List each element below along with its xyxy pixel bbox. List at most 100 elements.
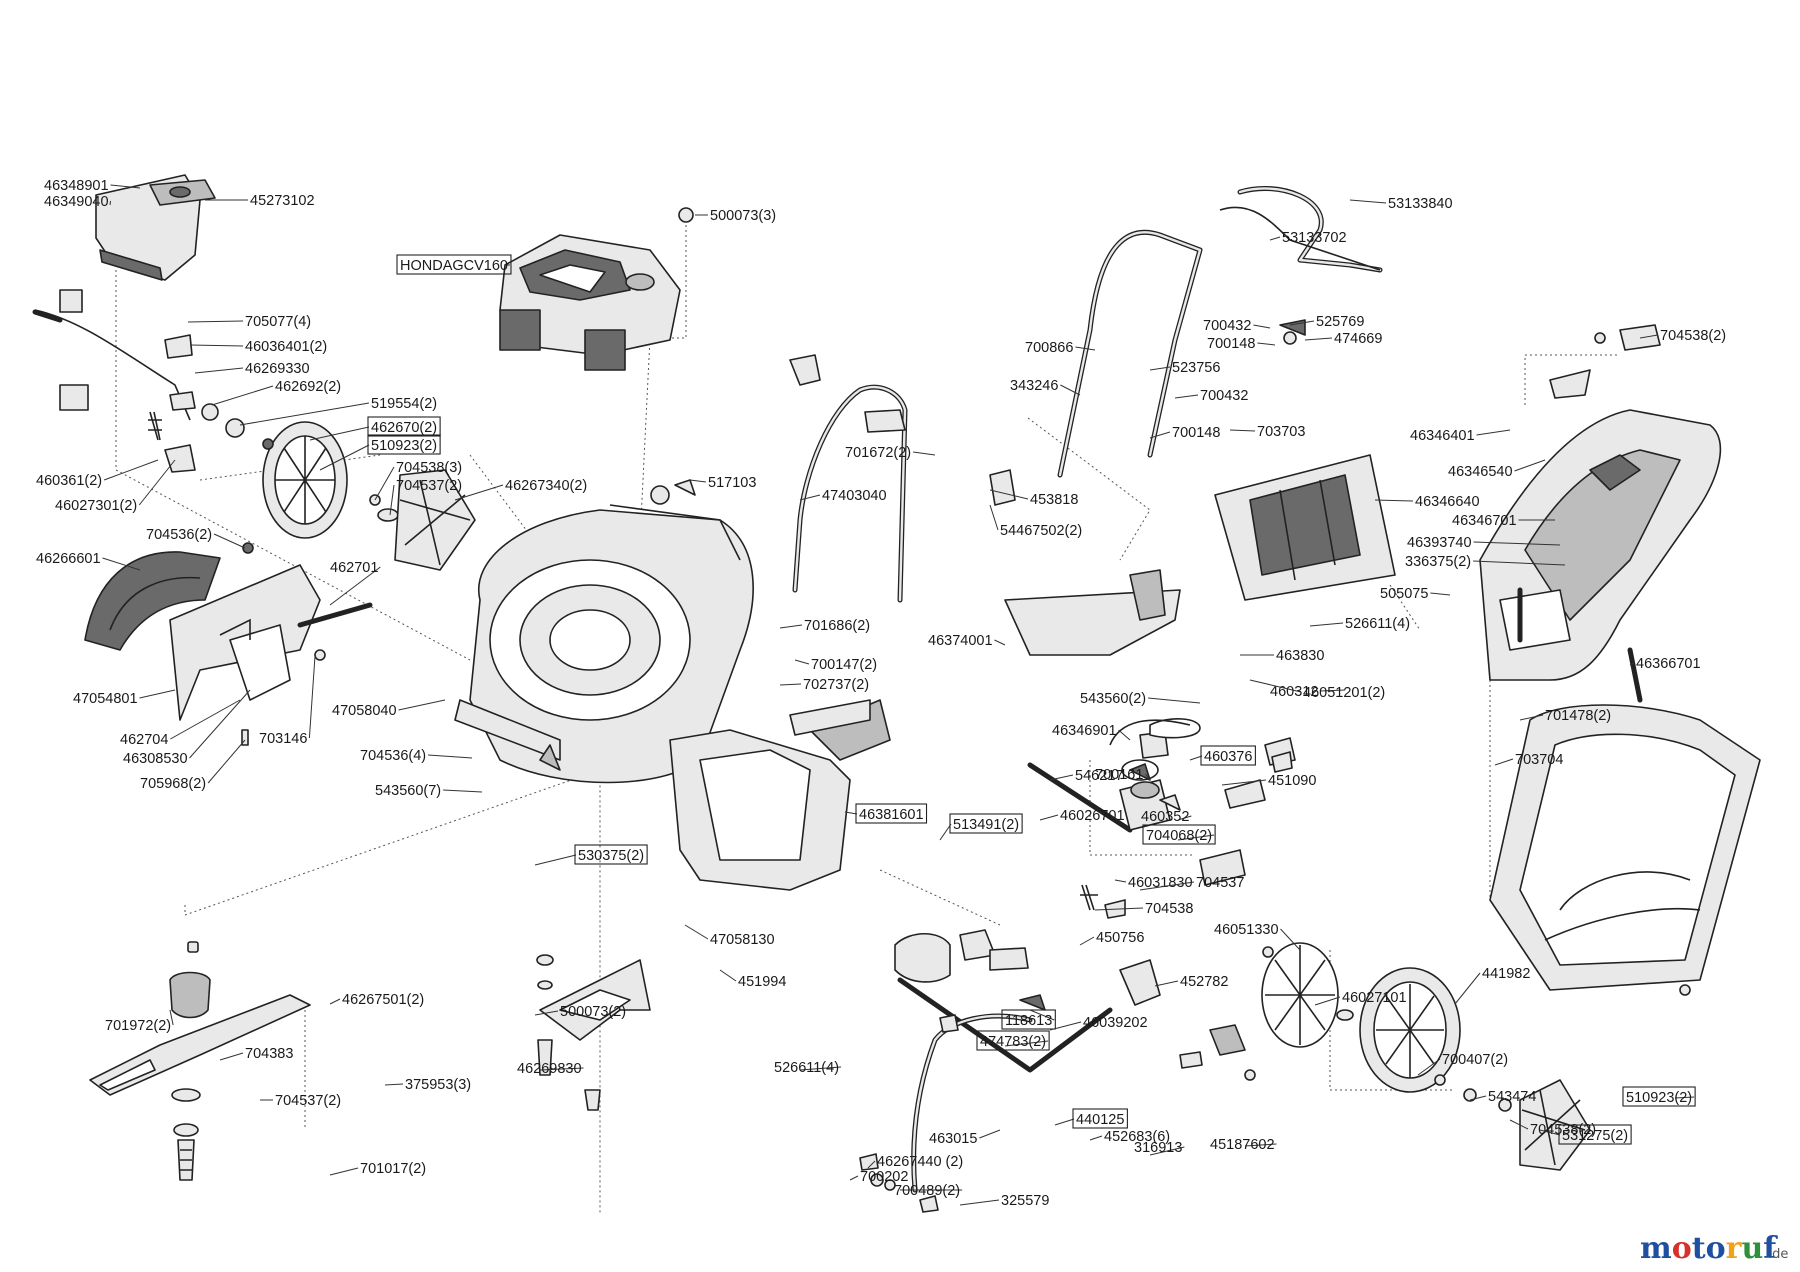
part-number-label: HONDAGCV160 <box>400 258 508 274</box>
leader-line <box>1149 1146 1185 1156</box>
part-number-label: 46269830 <box>517 1061 582 1077</box>
engine <box>499 207 694 371</box>
part-callout: 53133840 <box>1349 196 1453 212</box>
part-number-label: 530375(2) <box>578 848 644 864</box>
part-callout: 704536(2) <box>146 527 246 549</box>
leader-line <box>1094 907 1144 911</box>
part-number-label: 543560(7) <box>375 783 441 799</box>
part-number-label: 701686(2) <box>804 618 870 634</box>
leader-line <box>189 344 244 347</box>
part-number-label: 543474 <box>1488 1089 1536 1105</box>
leader-line <box>1079 936 1095 946</box>
part-callout: 452782 <box>1154 974 1228 990</box>
part-number-label: 526611(4) <box>1345 616 1410 632</box>
part-callout: 462701 <box>329 560 381 606</box>
part-callout: 543474 <box>1469 1089 1536 1105</box>
leader-line <box>329 566 381 606</box>
part-callout: 46374001 <box>928 633 1006 649</box>
part-callout: 474783(2) <box>976 1030 1050 1051</box>
leader-line <box>1430 592 1451 596</box>
leader-line <box>169 1009 174 1026</box>
part-number-label: 704538(2) <box>1530 1122 1596 1138</box>
leader-line <box>1054 1118 1075 1126</box>
part-number-label: 47058040 <box>332 703 397 719</box>
part-number-label: 510923(2) <box>371 438 437 454</box>
part-number-label: 700148 <box>1172 425 1220 441</box>
part-callout: 452683(6) <box>1089 1129 1170 1145</box>
leader-line <box>1674 1096 1695 1099</box>
part-callout: 530375(2) <box>534 844 648 866</box>
grass-catcher <box>1489 704 1761 996</box>
leader-line <box>1144 773 1151 781</box>
part-label-box <box>1142 824 1216 845</box>
part-number-label: 701972(2) <box>105 1018 171 1034</box>
part-number-label: 46051330 <box>1214 922 1279 938</box>
part-number-label: 47058130 <box>710 932 775 948</box>
leader-line <box>1320 689 1346 692</box>
part-number-label: 46267440 (2) <box>877 1154 963 1170</box>
leader-line <box>994 639 1006 646</box>
part-callout: 46269830 <box>517 1061 584 1077</box>
part-callout: 519554(2) <box>239 396 437 426</box>
part-number-label: 500073(2) <box>560 1004 626 1020</box>
rear-wheel-left <box>262 421 476 571</box>
leader-line <box>219 1052 244 1061</box>
leader-line <box>1114 879 1127 883</box>
leader-line <box>1221 779 1267 786</box>
rear-shield <box>536 954 651 1111</box>
part-callout: 703703 <box>1229 424 1305 440</box>
part-number-label: 463830 <box>1276 648 1324 664</box>
part-callout: 525769 <box>1289 314 1364 330</box>
part-number-label: 700148 <box>1207 336 1255 352</box>
leader-line <box>139 689 176 699</box>
part-number-label: 46269330 <box>245 361 310 377</box>
part-number-label: 700432 <box>1203 318 1251 334</box>
leader-line <box>1149 431 1171 439</box>
side-discharge-assembly <box>84 542 373 746</box>
part-number-label: 704537(2) <box>275 1093 341 1109</box>
part-callout: 704538 <box>1094 901 1193 917</box>
part-callout: 704537(2) <box>260 1093 341 1109</box>
part-number-label: 46366701 <box>1636 656 1701 672</box>
part-callout: 510923(2) <box>319 434 441 471</box>
part-number-label: 463015 <box>929 1131 977 1147</box>
part-number-label: 705077(4) <box>245 314 311 330</box>
mulch-plug <box>1004 569 1181 656</box>
part-callout: 54467502(2) <box>989 504 1082 539</box>
part-number-label: 531275(2) <box>1562 1128 1628 1144</box>
part-number-label: 704068(2) <box>1146 828 1212 844</box>
leader-line <box>534 1010 559 1016</box>
part-callout: 701017(2) <box>329 1161 426 1177</box>
part-callout: 451994 <box>719 969 786 990</box>
leader-line <box>329 998 341 1005</box>
leader-line <box>684 924 709 940</box>
part-callout: 543560(7) <box>375 783 483 799</box>
part-callout: 701972(2) <box>105 1009 174 1034</box>
leader-line <box>779 683 802 686</box>
leader-line <box>103 459 159 481</box>
leader-line <box>1004 1040 1049 1047</box>
part-callout: 46348901 <box>44 178 141 194</box>
lower-handle <box>789 354 1016 603</box>
part-number-label: 526611(4) <box>774 1060 839 1076</box>
part-number-label: 46374001 <box>928 633 993 649</box>
part-number-label: 451994 <box>738 974 786 990</box>
leader-line <box>1075 346 1096 351</box>
part-number-label: 704538(3) <box>396 460 462 476</box>
leader-line <box>959 1199 1000 1206</box>
part-number-label: 462670(2) <box>371 420 437 436</box>
part-callout: 704537(2) <box>389 478 462 516</box>
part-number-label: 46027301(2) <box>55 498 137 514</box>
leader-line <box>1349 199 1387 204</box>
mower-deck <box>454 479 754 784</box>
part-callout: 500073(2) <box>534 1004 626 1020</box>
leader-line <box>1469 1095 1487 1101</box>
part-callout: 46346401 <box>1410 428 1511 444</box>
leader-line <box>1257 342 1276 346</box>
part-number-label: 505075 <box>1380 586 1428 602</box>
leader-line <box>1189 755 1203 761</box>
leader-line <box>1174 394 1199 399</box>
part-label-box <box>1001 1009 1056 1030</box>
part-number-label: 703703 <box>1257 424 1305 440</box>
part-label-box <box>367 434 441 455</box>
